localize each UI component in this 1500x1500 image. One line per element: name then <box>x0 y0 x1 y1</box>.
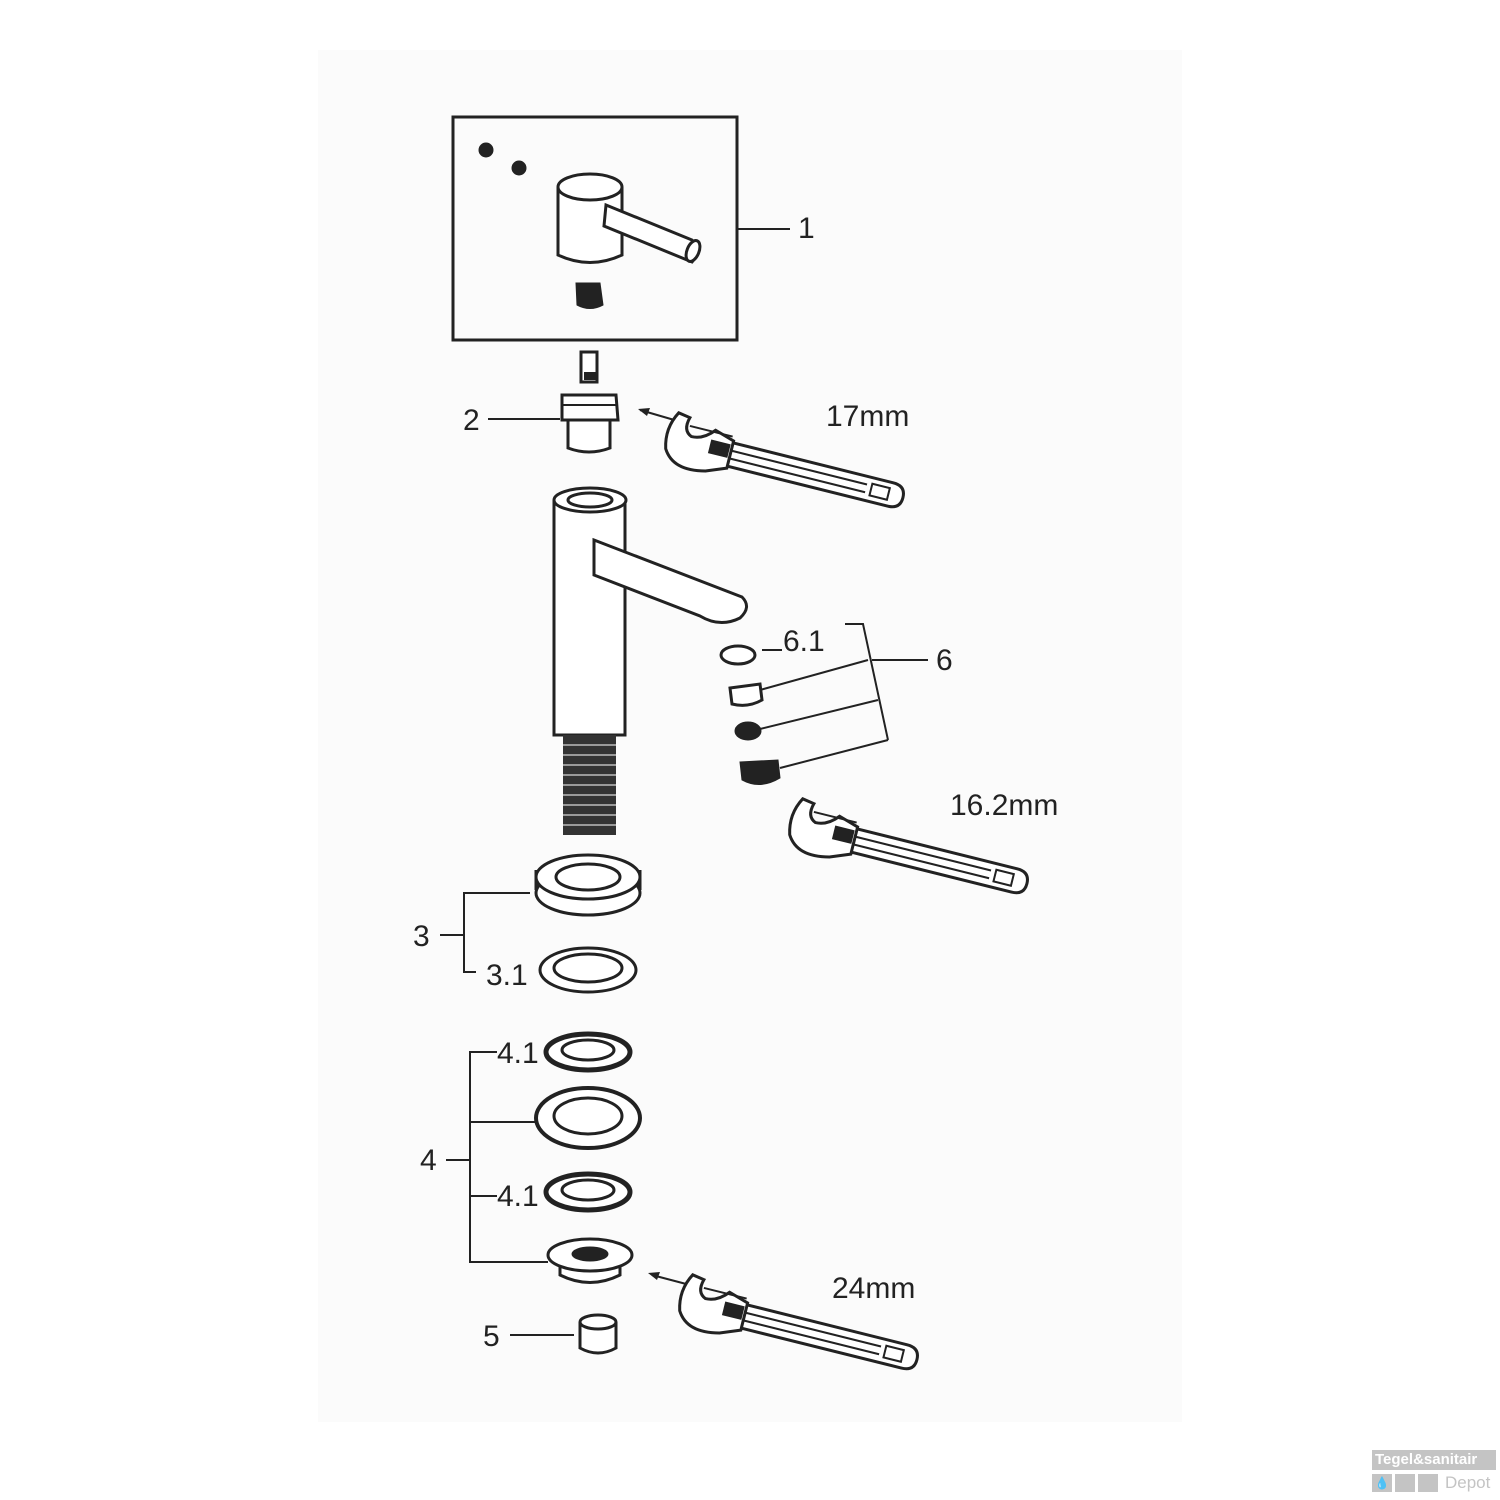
label-part-2: 2 <box>463 404 480 437</box>
label-part-3: 3 <box>413 920 430 953</box>
part-1-handle-kit: 1 <box>451 115 815 342</box>
arrow-icon <box>651 1274 691 1286</box>
watermark-sub: Depot <box>1445 1473 1491 1492</box>
label-part-5: 5 <box>483 1320 500 1353</box>
part-6-aerator-set: 6.1 6 <box>719 623 953 785</box>
tile-icon <box>1418 1474 1438 1492</box>
part-4-mounting-set: 4 4.1 4.1 <box>420 1031 691 1286</box>
wrench-size-24mm: 24mm <box>832 1272 915 1305</box>
label-part-1: 1 <box>798 212 815 245</box>
tile-icon <box>1395 1474 1415 1492</box>
droplet-icon: 💧 <box>1372 1474 1392 1492</box>
label-part-6: 6 <box>936 644 953 677</box>
label-part-4: 4 <box>420 1144 437 1177</box>
wrench-size-17mm: 17mm <box>826 400 909 433</box>
part-3-washer-set: 3 3.1 <box>413 853 642 994</box>
faucet-body <box>552 486 748 835</box>
wrench-size-16-2mm: 16.2mm <box>950 789 1058 822</box>
grub-screw-icon <box>511 160 527 176</box>
grub-screw-icon <box>478 142 494 158</box>
label-part-6-1: 6.1 <box>783 625 825 658</box>
label-part-4-1-top: 4.1 <box>497 1037 539 1070</box>
label-part-4-1-bottom: 4.1 <box>497 1180 539 1213</box>
watermark-logo: Tegel&sanitair 💧 Depot <box>1372 1450 1496 1493</box>
part-5-sleeve: 5 <box>483 1313 618 1355</box>
watermark-brand: Tegel&sanitair <box>1372 1450 1496 1470</box>
part-2-cartridge: 2 <box>463 350 689 454</box>
label-part-3-1: 3.1 <box>486 959 528 992</box>
